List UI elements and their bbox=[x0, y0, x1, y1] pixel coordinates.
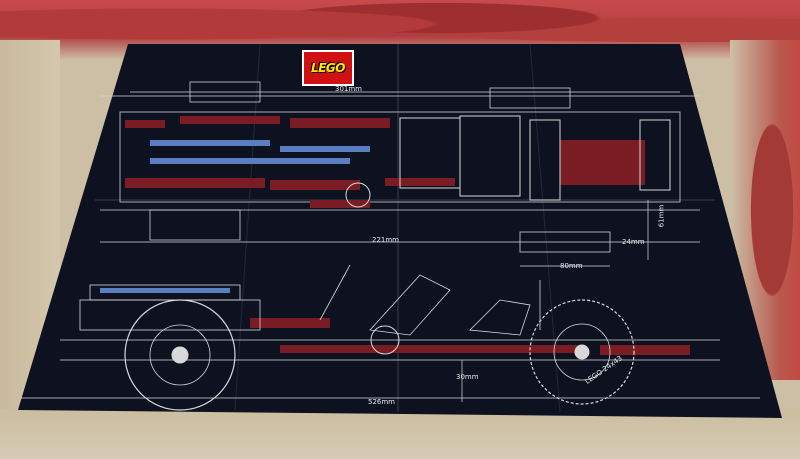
steering-gear bbox=[345, 182, 400, 355]
lego-logo: LEGO bbox=[302, 50, 354, 86]
blue-brick-rows bbox=[100, 140, 370, 293]
rug-bottom bbox=[0, 409, 800, 459]
red-brick-rows bbox=[125, 116, 690, 355]
top-view-chassis bbox=[100, 81, 700, 253]
dim-right-small: 24mm bbox=[622, 238, 645, 246]
white-brick-rows bbox=[399, 115, 671, 201]
dim-top-width: 301mm bbox=[335, 85, 362, 93]
dim-mid-right: 80mm bbox=[560, 262, 583, 270]
side-view-chassis bbox=[60, 264, 720, 361]
dim-bottom-height: 30mm bbox=[456, 373, 479, 381]
rear-wheel bbox=[124, 299, 236, 411]
front-wheel bbox=[529, 299, 635, 405]
logo-text: LEGO bbox=[311, 61, 345, 75]
dimension-lines bbox=[20, 91, 760, 402]
fold-line bbox=[234, 43, 261, 411]
dim-bottom-width: 526mm bbox=[368, 398, 395, 406]
dim-right-height: 61mm bbox=[657, 204, 666, 228]
poster-sheet bbox=[18, 44, 782, 418]
dim-mid-width: 221mm bbox=[372, 236, 399, 244]
